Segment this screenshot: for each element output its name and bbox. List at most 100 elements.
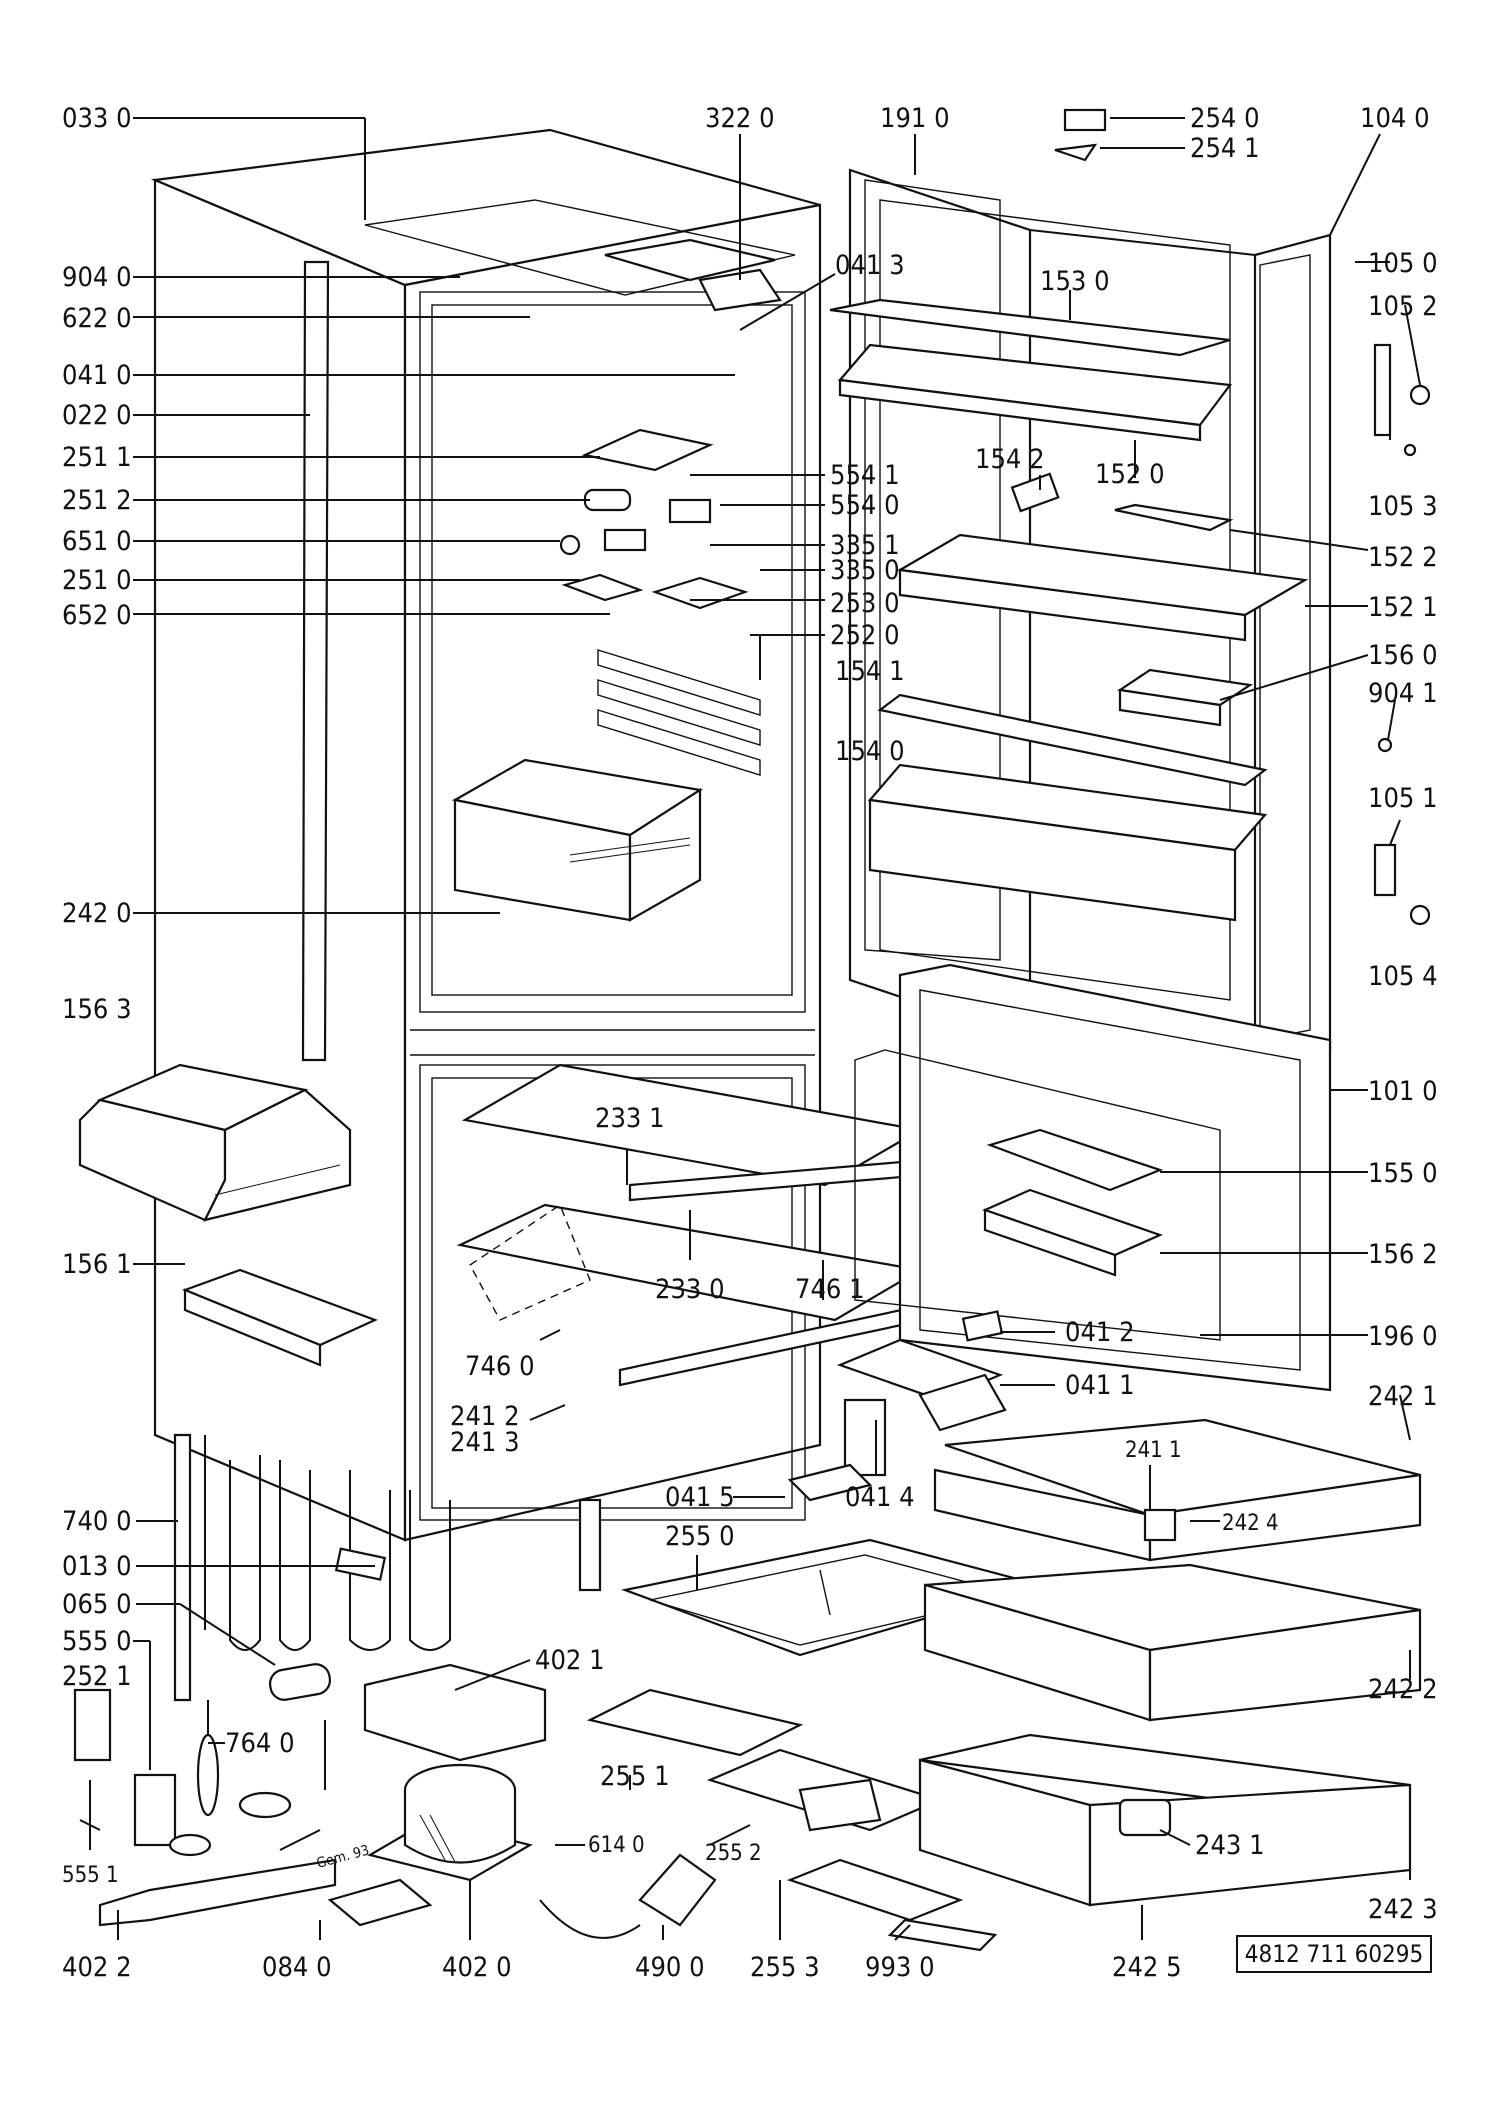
label-041-5: 041 5 xyxy=(665,1482,735,1513)
annotation-gem-93: Gem. 93 xyxy=(315,1842,371,1871)
label-402-2: 402 2 xyxy=(62,1952,132,1983)
label-251-0: 251 0 xyxy=(62,565,132,596)
part-labels-left: 033 0 904 0 622 0 041 0 022 0 251 1 251 … xyxy=(62,103,132,1983)
label-105-2: 105 2 xyxy=(1368,291,1438,322)
freezer-door xyxy=(787,963,1332,1502)
bracket-402-1 xyxy=(363,1663,547,1762)
label-191-0: 191 0 xyxy=(880,103,950,134)
cover-156-3 xyxy=(78,1063,352,1222)
label-255-2: 255 2 xyxy=(705,1841,762,1866)
label-156-3: 156 3 xyxy=(62,994,132,1025)
label-252-0: 252 0 xyxy=(830,620,900,651)
label-255-0: 255 0 xyxy=(665,1521,735,1552)
label-154-2: 154 2 xyxy=(975,444,1045,475)
compressor-402-0 xyxy=(367,1763,533,1882)
label-904-0: 904 0 xyxy=(62,262,132,293)
label-242-3: 242 3 xyxy=(1368,1894,1438,1925)
label-255-1: 255 1 xyxy=(600,1761,670,1792)
label-041-2: 041 2 xyxy=(1065,1317,1135,1348)
part-labels-top: 322 0 191 0 254 0 254 1 104 0 xyxy=(705,103,1430,164)
label-402-1: 402 1 xyxy=(535,1645,605,1676)
label-105-0: 105 0 xyxy=(1368,248,1438,279)
label-335-0: 335 0 xyxy=(830,555,900,586)
label-084-0: 084 0 xyxy=(262,1952,332,1983)
label-154-1: 154 1 xyxy=(835,656,905,687)
label-105-3: 105 3 xyxy=(1368,491,1438,522)
label-243-1: 243 1 xyxy=(1195,1830,1265,1861)
label-253-0: 253 0 xyxy=(830,588,900,619)
label-033-0: 033 0 xyxy=(62,103,132,134)
label-065-0: 065 0 xyxy=(62,1589,132,1620)
drawer-242-0 xyxy=(451,758,703,922)
label-041-0: 041 0 xyxy=(62,360,132,391)
part-labels-center: 041 3 554 1 554 0 335 1 335 0 253 0 252 … xyxy=(225,250,1279,1866)
label-041-4: 041 4 xyxy=(845,1482,915,1513)
label-241-3: 241 3 xyxy=(450,1427,520,1458)
label-254-0: 254 0 xyxy=(1190,103,1260,134)
label-041-1: 041 1 xyxy=(1065,1370,1135,1401)
drawers-242 xyxy=(918,1418,1422,1907)
label-402-0: 402 0 xyxy=(442,1952,512,1983)
label-555-0: 555 0 xyxy=(62,1626,132,1657)
label-041-3: 041 3 xyxy=(835,250,905,281)
fridge-door xyxy=(829,168,1332,1072)
refrigeration-circuit xyxy=(173,1433,602,1851)
label-555-1: 555 1 xyxy=(62,1863,119,1888)
label-156-2: 156 2 xyxy=(1368,1239,1438,1270)
plug-490-0 xyxy=(539,1853,717,1939)
label-251-1: 251 1 xyxy=(62,442,132,473)
label-904-1: 904 1 xyxy=(1368,678,1438,709)
label-104-0: 104 0 xyxy=(1360,103,1430,134)
label-490-0: 490 0 xyxy=(635,1952,705,1983)
label-740-0: 740 0 xyxy=(62,1506,132,1537)
label-746-0: 746 0 xyxy=(465,1351,535,1382)
label-242-1: 242 1 xyxy=(1368,1381,1438,1412)
label-196-0: 196 0 xyxy=(1368,1321,1438,1352)
label-233-0: 233 0 xyxy=(655,1274,725,1305)
reference-number: 4812 711 60295 xyxy=(1236,1935,1432,1973)
label-233-1: 233 1 xyxy=(595,1103,665,1134)
label-152-0: 152 0 xyxy=(1095,459,1165,490)
label-554-0: 554 0 xyxy=(830,490,900,521)
label-764-0: 764 0 xyxy=(225,1728,295,1759)
label-154-0: 154 0 xyxy=(835,736,905,767)
label-254-1: 254 1 xyxy=(1190,133,1260,164)
label-241-1: 241 1 xyxy=(1125,1438,1182,1463)
label-614-0: 614 0 xyxy=(588,1833,645,1858)
label-242-0: 242 0 xyxy=(62,898,132,929)
label-322-0: 322 0 xyxy=(705,103,775,134)
small-parts-left xyxy=(73,1688,433,1927)
freezer-shelves xyxy=(456,1063,927,1387)
label-252-1: 252 1 xyxy=(62,1661,132,1692)
label-101-0: 101 0 xyxy=(1368,1076,1438,1107)
label-156-0: 156 0 xyxy=(1368,640,1438,671)
label-993-0: 993 0 xyxy=(865,1952,935,1983)
label-554-1: 554 1 xyxy=(830,460,900,491)
ice-tray-156-1 xyxy=(181,1268,378,1367)
label-022-0: 022 0 xyxy=(62,400,132,431)
control-cluster xyxy=(559,238,782,610)
label-255-3: 255 3 xyxy=(750,1952,820,1983)
label-651-0: 651 0 xyxy=(62,526,132,557)
label-013-0: 013 0 xyxy=(62,1551,132,1582)
label-155-0: 155 0 xyxy=(1368,1158,1438,1189)
part-labels-right: 105 0 105 2 105 3 152 2 152 1 156 0 904 … xyxy=(835,248,1438,1925)
label-242-4: 242 4 xyxy=(1222,1511,1279,1536)
leader-lines xyxy=(117,117,1421,1941)
label-746-1: 746 1 xyxy=(795,1274,865,1305)
label-105-4: 105 4 xyxy=(1368,961,1438,992)
label-152-1: 152 1 xyxy=(1368,592,1438,623)
label-652-0: 652 0 xyxy=(62,600,132,631)
label-242-2: 242 2 xyxy=(1368,1674,1438,1705)
label-251-2: 251 2 xyxy=(62,485,132,516)
label-153-0: 153 0 xyxy=(1040,266,1110,297)
door-detail-parts xyxy=(1054,108,1431,926)
label-242-5: 242 5 xyxy=(1112,1952,1182,1983)
label-152-2: 152 2 xyxy=(1368,542,1438,573)
label-105-1: 105 1 xyxy=(1368,783,1438,814)
label-335-1: 335 1 xyxy=(830,530,900,561)
label-241-2: 241 2 xyxy=(450,1401,520,1432)
label-156-1: 156 1 xyxy=(62,1249,132,1280)
label-622-0: 622 0 xyxy=(62,303,132,334)
